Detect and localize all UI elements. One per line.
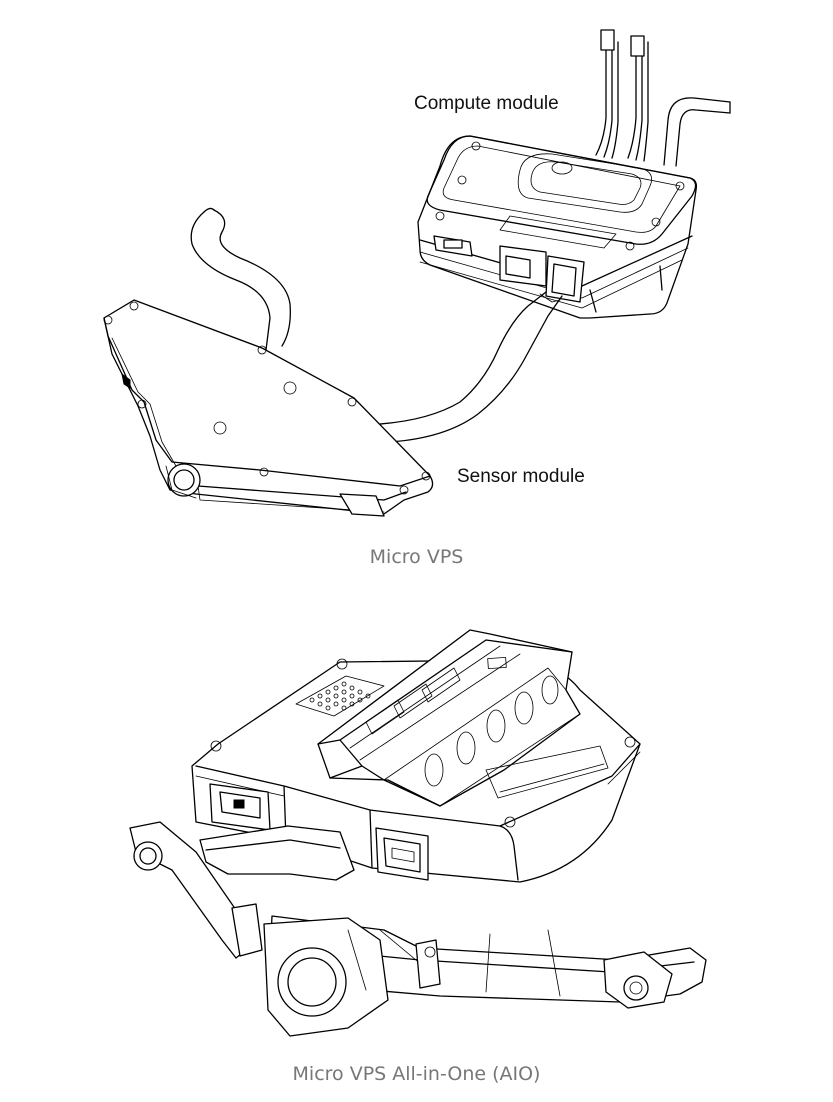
compute-cables — [595, 29, 731, 167]
sensor-module-label: Sensor module — [457, 466, 585, 487]
interconnect-cable — [379, 291, 563, 443]
mounting-rail — [317, 629, 609, 807]
compute-module-label: Compute module — [414, 93, 559, 114]
aio-camera — [263, 917, 389, 1037]
vent-holes — [309, 681, 371, 711]
sensor-cable — [190, 207, 291, 351]
aio-ports — [209, 783, 429, 881]
micro-vps-aio-figure — [0, 600, 833, 1050]
micro-vps-figure: Compute module Sensor module — [0, 0, 833, 540]
sensor-module — [103, 299, 434, 517]
compute-module — [417, 135, 698, 319]
micro-vps-illustration — [103, 29, 731, 517]
micro-vps-caption: Micro VPS — [369, 546, 464, 568]
sensor-bracket — [129, 821, 707, 1009]
micro-vps-aio-illustration — [129, 629, 707, 1037]
micro-vps-aio-caption: Micro VPS All-in-One (AIO) — [292, 1063, 541, 1085]
